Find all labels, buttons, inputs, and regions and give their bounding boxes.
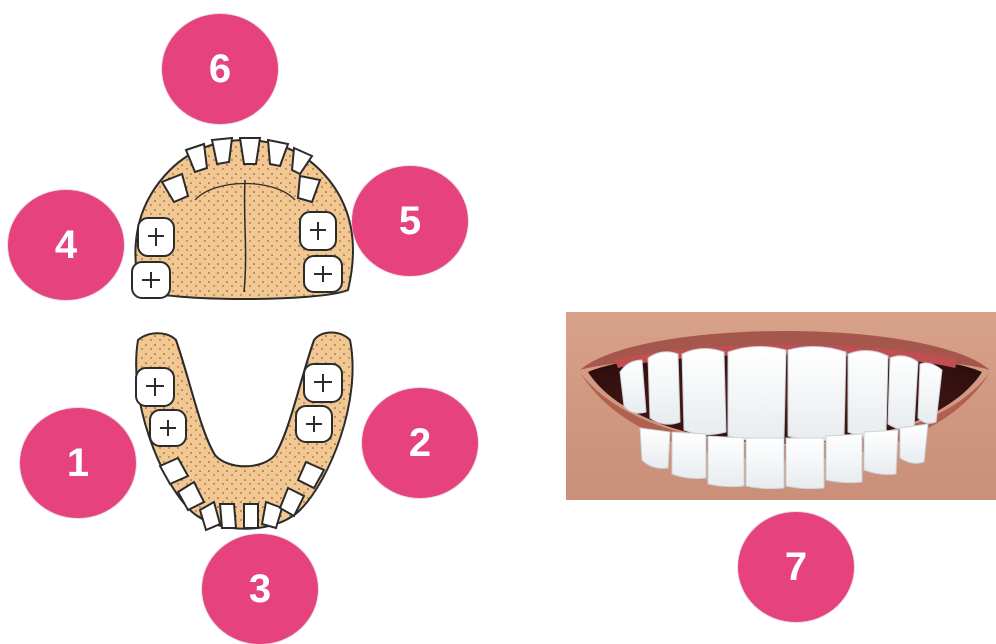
marker-6: 6: [162, 14, 278, 124]
marker-2: 2: [362, 388, 478, 498]
marker-7: 7: [738, 512, 854, 622]
marker-4: 4: [8, 190, 124, 300]
smile-photo: [566, 312, 996, 500]
marker-1: 1: [20, 408, 136, 518]
marker-3: 3: [202, 534, 318, 644]
marker-5: 5: [352, 166, 468, 276]
upper-dental-arch: [132, 138, 353, 299]
lower-dental-arch: [136, 333, 353, 531]
